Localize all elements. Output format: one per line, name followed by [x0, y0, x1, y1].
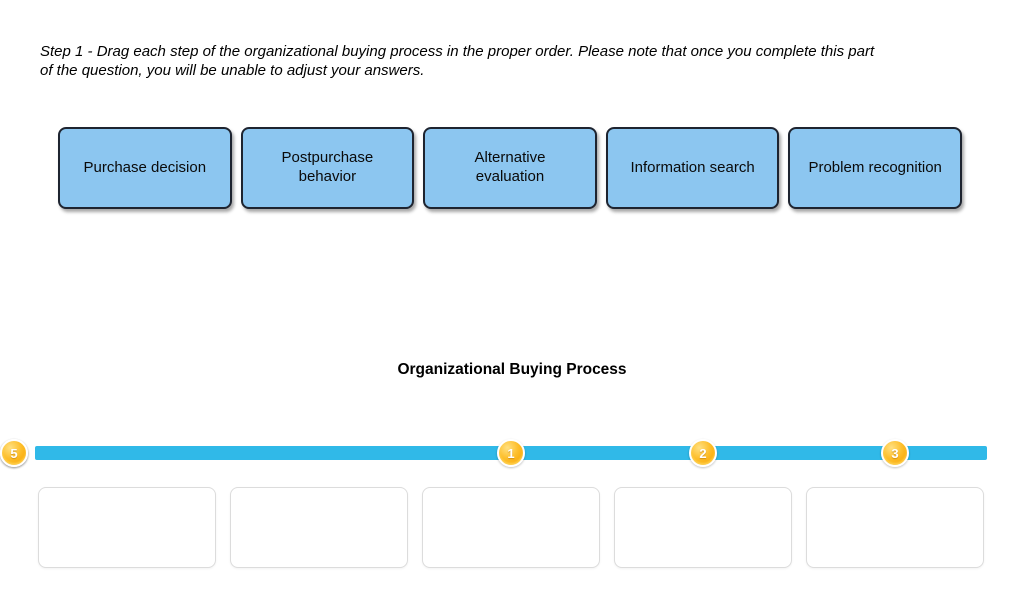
step-marker-5: 5: [0, 439, 28, 467]
instructions-text: Step 1 - Drag each step of the organizat…: [40, 43, 875, 79]
dropzones-row: [38, 487, 984, 568]
drag-cards-row: Purchase decision Postpurchase behavior …: [58, 127, 962, 209]
drop-zone-2[interactable]: [230, 487, 408, 568]
diagram-title: Organizational Buying Process: [397, 361, 627, 378]
step-marker-3: 3: [881, 439, 909, 467]
drop-zone-4[interactable]: [614, 487, 792, 568]
step-marker-2: 2: [689, 439, 717, 467]
drag-card-information-search[interactable]: Information search: [605, 127, 780, 209]
drag-card-postpurchase-behavior[interactable]: Postpurchase behavior: [240, 127, 415, 209]
drop-zone-5[interactable]: [806, 487, 984, 568]
drop-zone-1[interactable]: [38, 487, 216, 568]
drop-zone-3[interactable]: [422, 487, 600, 568]
step-marker-1: 1: [497, 439, 525, 467]
drag-card-problem-recognition[interactable]: Problem recognition: [788, 127, 962, 209]
drag-card-purchase-decision[interactable]: Purchase decision: [58, 127, 232, 209]
drag-card-alternative-evaluation[interactable]: Alternative evaluation: [423, 127, 597, 209]
